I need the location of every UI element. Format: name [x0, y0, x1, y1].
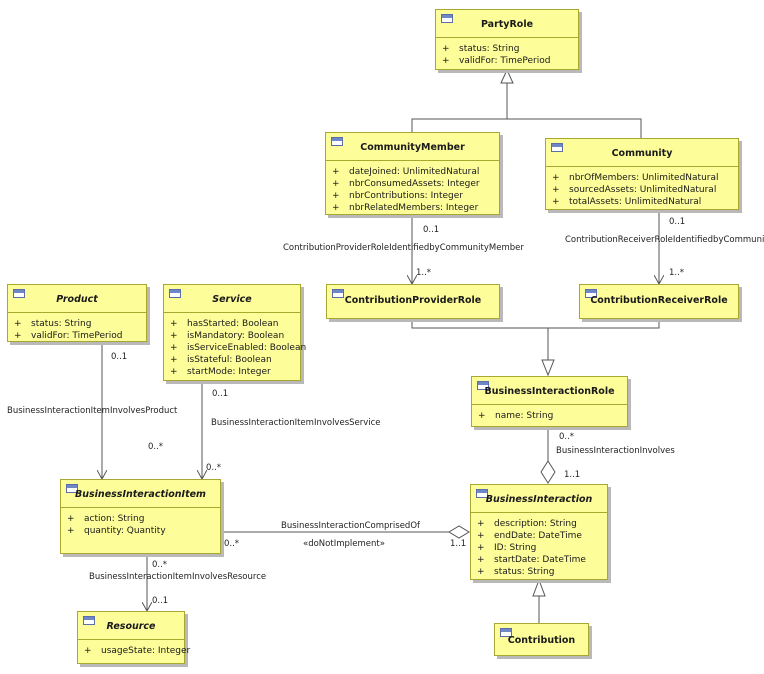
assoc-receiver-mult-role: 1..* [669, 268, 685, 278]
class-name: Resource [106, 621, 156, 632]
class-icon [66, 484, 78, 493]
class-contributionreceiverrole[interactable]: ContributionReceiverRole [579, 284, 739, 319]
attribute: +nbrContributions: Integer [332, 191, 463, 201]
class-name: ContributionProviderRole [344, 295, 482, 306]
generalization-communitymember [411, 82, 508, 132]
class-icon [13, 289, 25, 298]
class-icon [551, 143, 563, 152]
class-name: BusinessInteractionRole [484, 386, 615, 397]
class-name: BusinessInteractionItem [75, 489, 206, 500]
attribute: +startDate: DateTime [477, 555, 586, 565]
generalization-community [507, 118, 642, 138]
assoc-involves-name: BusinessInteractionInvolves [556, 446, 675, 456]
attribute: +isStateful: Boolean [170, 355, 272, 365]
assoc-provider-mult-role: 1..* [416, 268, 432, 278]
class-name: ContributionReceiverRole [590, 295, 728, 306]
class-businessinteraction[interactable]: BusinessInteraction +description: String… [470, 484, 608, 580]
class-icon [477, 381, 489, 390]
class-icon [331, 137, 343, 146]
generalization-receiverrole [548, 319, 660, 329]
class-icon [169, 289, 181, 298]
class-name: BusinessInteraction [485, 494, 593, 505]
generalization-arrowhead-bi [532, 578, 546, 597]
aggregation-diamond-involves [540, 460, 556, 484]
class-businessinteractionrole[interactable]: BusinessInteractionRole +name: String [471, 376, 628, 427]
attribute: +description: String [477, 519, 577, 529]
class-service[interactable]: Service +hasStarted: Boolean +isMandator… [163, 284, 307, 381]
assoc-service-mult-item: 0..* [206, 463, 222, 473]
class-businessinteractionitem[interactable]: BusinessInteractionItem +action: String … [60, 479, 221, 554]
class-name: PartyRole [480, 19, 534, 30]
class-icon [83, 616, 95, 625]
attribute: +status: String [442, 44, 520, 54]
attribute: +nbrConsumedAssets: Integer [332, 179, 480, 189]
assoc-comprised-stereotype: «doNotImplement» [303, 539, 385, 549]
assoc-comprised-name: BusinessInteractionComprisedOf [281, 521, 421, 531]
class-community[interactable]: Community +nbrOfMembers: UnlimitedNatura… [545, 138, 739, 210]
class-name: CommunityMember [360, 142, 465, 153]
class-name: Service [212, 294, 252, 305]
attribute: +sourcedAssets: UnlimitedNatural [552, 185, 717, 195]
attribute: +status: String [14, 319, 92, 329]
generalization-arrowhead-partyrole [500, 68, 514, 84]
attribute: +status: String [477, 567, 555, 577]
assoc-resource-name: BusinessInteractionItemInvolvesResource [89, 572, 267, 582]
assoc-comprised-mult-interaction: 1..1 [450, 539, 467, 549]
class-product[interactable]: Product +status: String +validFor: TimeP… [7, 284, 147, 342]
assoc-provider-mult-member: 0..1 [423, 225, 440, 235]
assoc-provider-name: ContributionProviderRoleIdentifiedbyComm… [283, 243, 524, 253]
attribute: +validFor: TimePeriod [14, 331, 123, 341]
class-name: Contribution [507, 635, 576, 646]
class-resource[interactable]: Resource +usageState: Integer [77, 611, 191, 664]
assoc-resource-mult-resource: 0..1 [152, 596, 169, 606]
assoc-receiver-mult-community: 0..1 [669, 217, 686, 227]
attribute: +isServiceEnabled: Boolean [170, 343, 307, 353]
attribute: +endDate: DateTime [477, 531, 582, 541]
attribute: +totalAssets: UnlimitedNatural [552, 197, 702, 207]
class-communitymember[interactable]: CommunityMember +dateJoined: UnlimitedNa… [325, 132, 500, 215]
aggregation-diamond-comprised [448, 525, 470, 539]
class-name: Product [56, 294, 98, 305]
class-partyrole[interactable]: PartyRole +status: String +validFor: Tim… [435, 9, 579, 70]
assoc-involves-mult-interaction: 1..1 [564, 470, 581, 480]
attribute: +isMandatory: Boolean [170, 331, 285, 341]
attribute: +name: String [478, 411, 554, 421]
assoc-comprised-mult-item: 0..* [224, 539, 240, 549]
attribute: +usageState: Integer [84, 646, 191, 656]
assoc-receiver-name: ContributionReceiverRoleIdentifiedbyComm… [565, 235, 764, 245]
attribute: +action: String [67, 514, 145, 524]
class-name: Community [611, 148, 673, 159]
assoc-service-name: BusinessInteractionItemInvolvesService [211, 418, 381, 428]
assoc-service-mult-service: 0..1 [212, 389, 229, 399]
class-contribution[interactable]: Contribution [494, 623, 589, 656]
attribute: +validFor: TimePeriod [442, 56, 551, 66]
generalization-providerrole [411, 319, 549, 360]
attribute: +dateJoined: UnlimitedNatural [332, 167, 480, 177]
attribute: +startMode: Integer [170, 367, 271, 377]
attribute: +nbrOfMembers: UnlimitedNatural [552, 173, 719, 183]
class-icon [441, 14, 453, 23]
assoc-product-name: BusinessInteractionItemInvolvesProduct [7, 406, 178, 416]
attribute: +quantity: Quantity [67, 526, 166, 536]
class-icon [332, 289, 344, 298]
assoc-resource-mult-item: 0..* [152, 560, 168, 570]
assoc-product-mult-item: 0..* [148, 442, 164, 452]
assoc-involves-mult-role: 0..* [559, 432, 575, 442]
class-icon [476, 489, 488, 498]
attribute: +hasStarted: Boolean [170, 319, 279, 329]
class-contributionproviderrole[interactable]: ContributionProviderRole [326, 284, 500, 319]
assoc-product-mult-product: 0..1 [111, 352, 128, 362]
class-icon [585, 289, 597, 298]
attribute: +ID: String [477, 543, 537, 553]
attribute: +nbrRelatedMembers: Integer [332, 203, 479, 213]
class-icon [500, 628, 512, 637]
generalization-arrowhead-bir [541, 359, 555, 377]
